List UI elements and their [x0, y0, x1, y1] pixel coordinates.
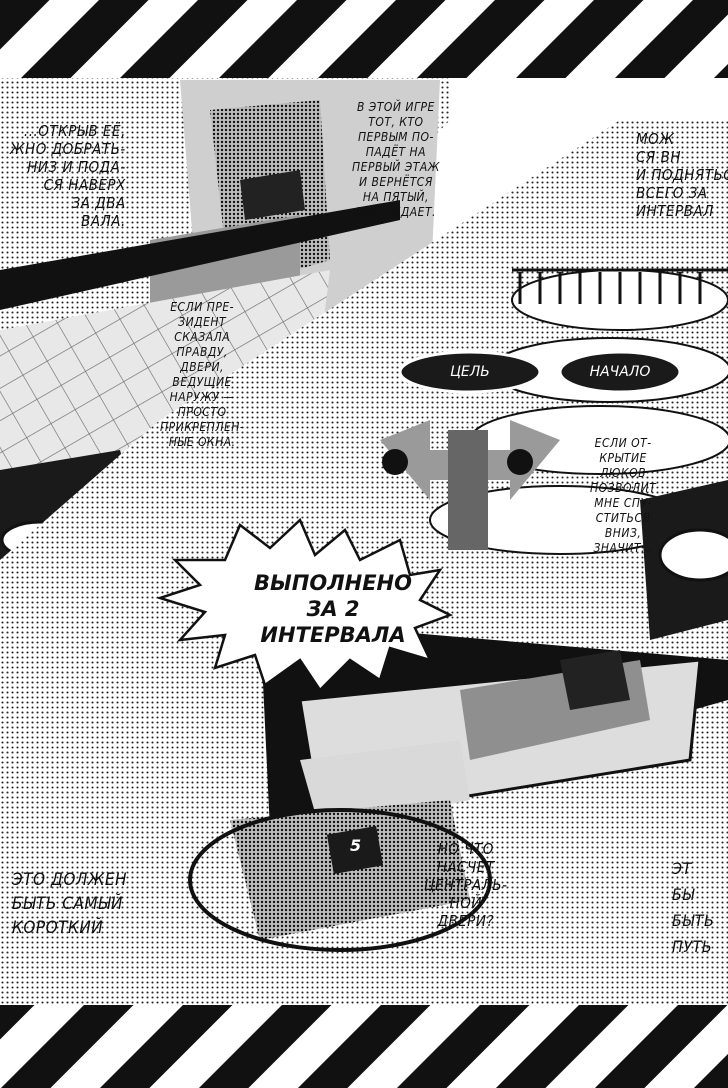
caption-hatch: ЕСЛИ ОТ- КРЫТИЕ ЛЮКОВ ПОЗВОЛИТ МНЕ СПУ- …: [590, 436, 657, 555]
caption-game-rules: В ЭТОЙ ИГРЕ ТОТ, КТО ПЕРВЫМ ПО- ПАДЁТ НА…: [352, 100, 440, 219]
caption-bottom-center: НО ЧТО НАСЧЁТ ЦЕНТРАЛЬ- НОЙ ДВЕРИ?: [424, 840, 508, 930]
finish-label: ЦЕЛЬ: [450, 364, 490, 380]
arrow-left: [380, 420, 470, 500]
floor-number-label: 5: [350, 836, 362, 855]
caption-bottom-right: ЭТ БЫ БЫТЬ ПУТЬ: [672, 859, 715, 956]
start-pill-shape: [558, 350, 682, 394]
burst-shape: [155, 517, 454, 692]
caption-bottom-left: ЭТО ДОЛЖЕН БЫТЬ САМЫЙ КОРОТКИЙ: [12, 870, 128, 938]
start-label: НАЧАЛО: [589, 364, 651, 380]
caption-top-left: ...ОТКРЫВ ЕЁ, ЖНО ДОБРАТЬ- НИЗ И ПОДА- С…: [10, 122, 126, 230]
burst-text: ВЫПОЛНЕНО ЗА 2 ИНТЕРВАЛА: [254, 571, 412, 647]
caption-top-right: МОЖ СЯ ВН И ПОДНЯТЬСЯ ВСЕГО ЗА ИНТЕРВАЛ: [636, 130, 728, 220]
finish-pill-shape: [398, 350, 542, 394]
caption-president: ЕСЛИ ПРЕ- ЗИДЕНТ СКАЗАЛА ПРАВДУ, ДВЕРИ, …: [160, 300, 245, 449]
